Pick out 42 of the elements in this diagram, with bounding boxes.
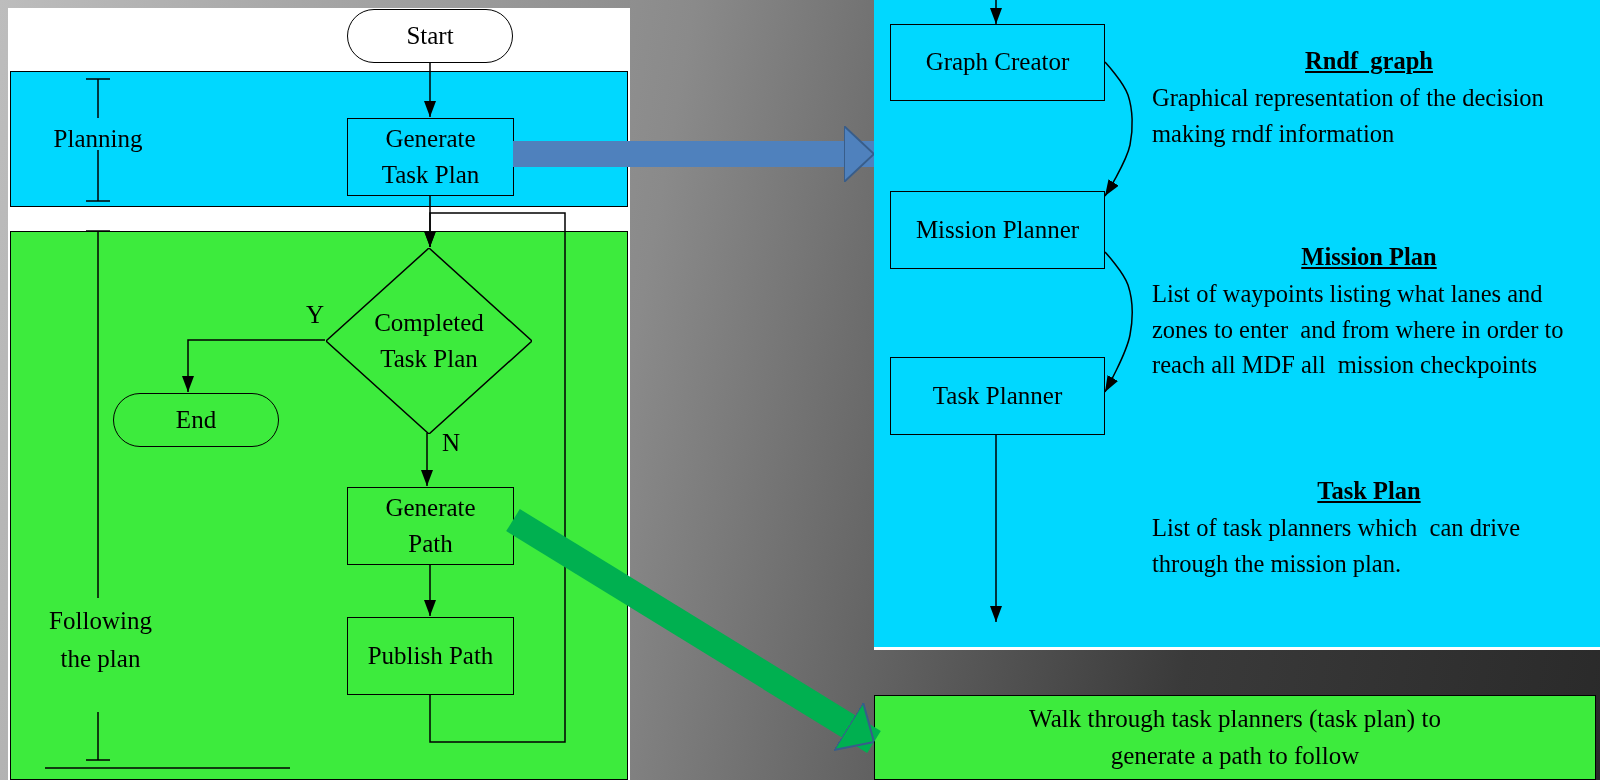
- process-box: [890, 24, 1105, 101]
- planning-band: [10, 71, 628, 207]
- process-box: [890, 191, 1105, 269]
- band-label: Following the plan: [48, 606, 153, 674]
- description-text: List of task planners which can drive through the mission plan.: [1152, 513, 1522, 579]
- node-label: Generate Path: [384, 492, 477, 559]
- description-text: Graphical representation of the decision making rndf information: [1152, 83, 1545, 149]
- description-text: List of waypoints listing what lanes and zones to enter and from where in order to reach all MDF all mission checkpoints: [1152, 279, 1565, 381]
- edge-label: Y: [306, 302, 325, 327]
- band-label: Planning: [52, 124, 144, 154]
- process-box: [347, 617, 514, 695]
- arrow: [1104, 61, 1133, 197]
- node-label: Graph Creator: [924, 47, 1071, 78]
- arrow: [990, 434, 1002, 623]
- node-label: Publish Path: [366, 640, 495, 671]
- edge-label: N: [442, 430, 461, 455]
- process-box: [347, 118, 514, 196]
- arrow: [421, 432, 433, 487]
- arrow: [424, 212, 566, 743]
- start-terminal: [347, 9, 513, 63]
- arrow: [424, 563, 436, 617]
- end-terminal: [113, 393, 279, 447]
- arrow: [182, 339, 326, 393]
- block-arrow: [513, 125, 875, 183]
- section-heading: Task Plan: [1316, 476, 1422, 506]
- node-label: Generate Task Plan: [380, 123, 481, 190]
- process-box: [890, 357, 1105, 435]
- section-heading: Rndf graph: [1304, 46, 1434, 76]
- planner-panel: [874, 0, 1600, 650]
- arrow: [990, 0, 1002, 25]
- arrow: [1104, 251, 1133, 393]
- result-box: [874, 695, 1596, 780]
- node-label: Completed Task Plan: [373, 307, 485, 374]
- following-band: [10, 231, 628, 780]
- node-label: Walk through task planners (task plan) to generate a path to follow: [1028, 704, 1442, 771]
- section-heading: Mission Plan: [1300, 242, 1438, 272]
- node-label: Mission Planner: [914, 214, 1081, 245]
- node-label: Start: [405, 20, 455, 51]
- node-label: End: [174, 404, 218, 435]
- arrow: [424, 62, 436, 118]
- process-box: [347, 487, 514, 565]
- node-label: Task Planner: [931, 380, 1064, 411]
